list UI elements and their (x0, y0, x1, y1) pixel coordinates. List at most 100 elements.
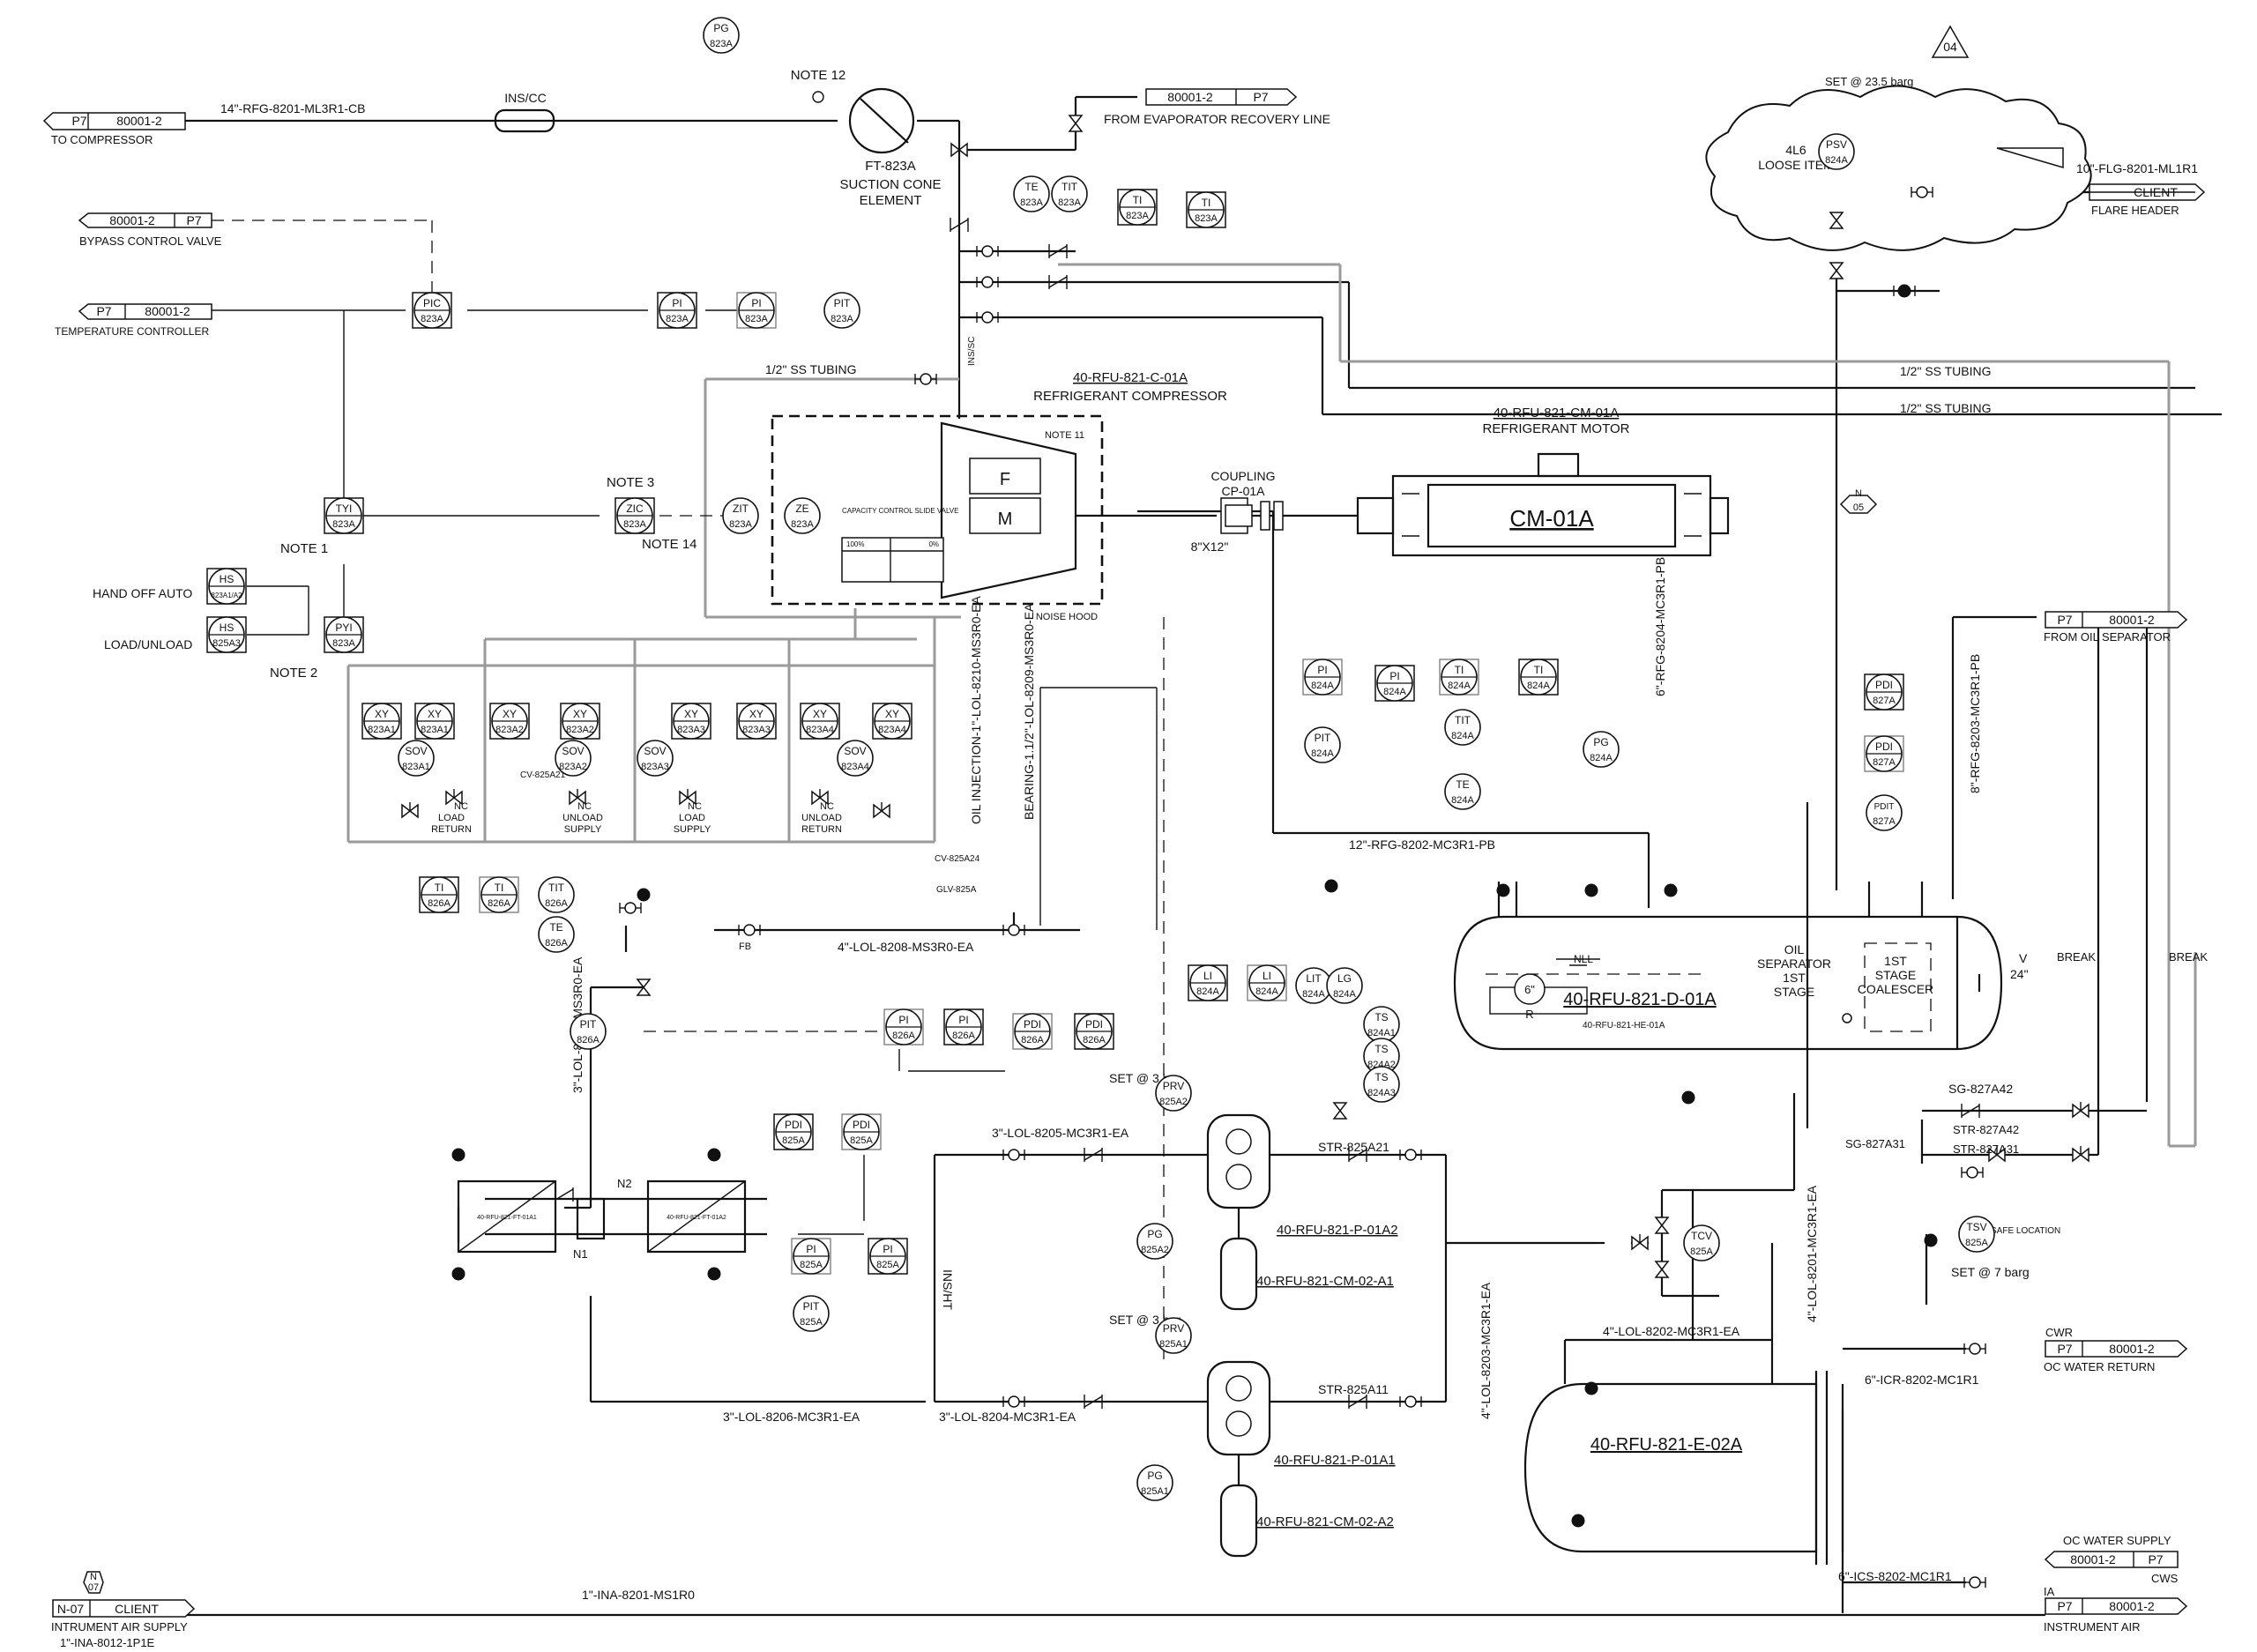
instrument-id: PI (751, 297, 761, 309)
oil-cooler[interactable] (1523, 1371, 1844, 1565)
coupling[interactable] (1225, 501, 1358, 531)
oilsep-sheet: P7 (2057, 613, 2072, 627)
ias-desc: INTRUMENT AIR SUPPLY (51, 1620, 188, 1633)
oil-separator[interactable] (1453, 915, 2003, 1051)
sep-v: V (2019, 951, 2028, 965)
revision-number: 04 (1943, 40, 1957, 54)
motor[interactable] (1356, 452, 1730, 557)
oil-filter-2[interactable] (646, 1179, 747, 1254)
instrument-id: SOV (844, 745, 866, 757)
pump-2[interactable] (1206, 1360, 1271, 1558)
instrument-id: ZE (795, 502, 808, 515)
oil-filter-1[interactable] (457, 1179, 557, 1254)
sep-coal1: 1ST (1884, 954, 1907, 968)
offpage-connectors[interactable] (42, 88, 2206, 1618)
instrument-id: TI (1202, 197, 1211, 209)
sep-oil2: SEPARATOR (1757, 956, 1831, 971)
instrument-id: TYI (336, 502, 353, 515)
instrument-id: SOV (405, 745, 427, 757)
pump-1[interactable] (1206, 1113, 1271, 1311)
compressor[interactable]: F M (771, 414, 1248, 606)
line-tub3: 1/2" SS TUBING (1900, 401, 1992, 415)
break-1: BREAK (2057, 950, 2096, 964)
oilsep-desc: FROM OIL SEPARATOR (2044, 630, 2171, 644)
valve-symbols[interactable] (451, 115, 2089, 1589)
coupling-tag: CP-01A (1221, 484, 1265, 498)
changeover-valve[interactable] (576, 1197, 606, 1240)
cwr-dwg: 80001-2 (2109, 1342, 2155, 1356)
instrument-number: 823A (729, 519, 752, 530)
suction-element[interactable] (812, 87, 915, 154)
compressor-name: REFRIGERANT COMPRESSOR (1033, 389, 1227, 404)
ias-who: CLIENT (115, 1602, 159, 1616)
unload-supply-2: SUPPLY (564, 824, 602, 835)
